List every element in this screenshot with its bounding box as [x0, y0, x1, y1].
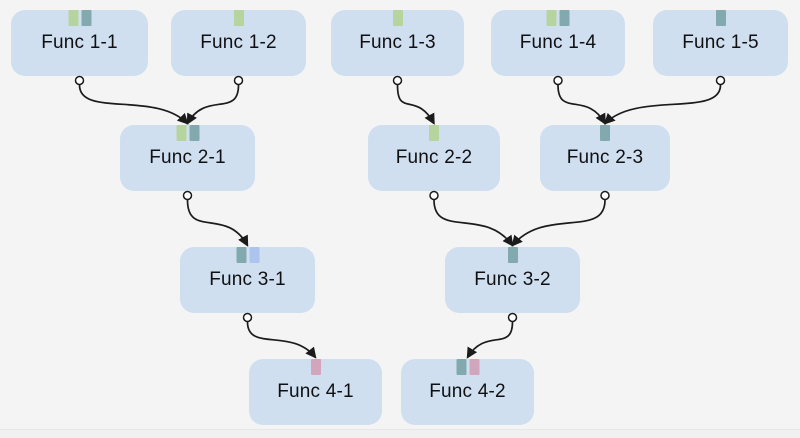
input-handle-periwinkle-icon[interactable]: [249, 247, 259, 263]
input-handle-teal-icon[interactable]: [559, 10, 570, 26]
input-handle-green-icon[interactable]: [392, 10, 403, 26]
edge-func-1-1-to-func-2-1: [78, 84, 189, 125]
edge-func-3-1-to-func-4-1: [246, 321, 317, 359]
input-handle-green-icon[interactable]: [68, 10, 78, 26]
output-handle[interactable]: [74, 75, 85, 86]
input-handle-teal-icon[interactable]: [507, 247, 518, 263]
input-handles: [233, 10, 244, 26]
edge-func-1-3-to-func-2-2: [396, 84, 435, 125]
node-func-2-3[interactable]: Func 2-3: [540, 125, 670, 191]
output-handle[interactable]: [553, 75, 563, 86]
node-label: Func 1-5: [682, 32, 759, 53]
node-label: Func 1-3: [359, 32, 436, 53]
node-label: Func 3-2: [474, 269, 551, 290]
node-func-4-2[interactable]: Func 4-2: [401, 359, 534, 425]
input-handle-green-icon[interactable]: [429, 125, 439, 141]
input-handle-teal-icon[interactable]: [81, 10, 91, 26]
output-handle[interactable]: [507, 312, 518, 323]
input-handle-teal-icon[interactable]: [715, 10, 726, 26]
edge-func-1-4-to-func-2-3: [557, 84, 606, 125]
input-handles: [546, 10, 570, 26]
output-handle[interactable]: [233, 75, 244, 86]
node-func-1-3[interactable]: Func 1-3: [331, 10, 464, 76]
input-handles: [68, 10, 91, 26]
input-handles: [392, 10, 403, 26]
node-func-1-5[interactable]: Func 1-5: [653, 10, 788, 76]
input-handle-teal-icon[interactable]: [189, 125, 199, 141]
input-handle-teal-icon[interactable]: [236, 247, 246, 263]
edge-func-2-2-to-func-3-2: [433, 199, 514, 247]
node-label: Func 2-3: [566, 147, 644, 168]
node-label: Func 1-1: [41, 32, 118, 53]
output-handle[interactable]: [715, 75, 726, 86]
input-handle-green-icon[interactable]: [546, 10, 557, 26]
edge-func-1-2-to-func-2-1: [186, 84, 240, 125]
input-handle-green-icon[interactable]: [176, 125, 186, 141]
node-label: Func 1-2: [200, 32, 277, 53]
output-handle[interactable]: [600, 190, 610, 201]
node-label: Func 4-1: [277, 381, 354, 402]
input-handles: [715, 10, 726, 26]
node-label: Func 3-1: [209, 269, 286, 290]
node-func-1-4[interactable]: Func 1-4: [491, 10, 625, 76]
input-handle-green-icon[interactable]: [233, 10, 244, 26]
input-handles: [507, 247, 518, 263]
node-func-1-1[interactable]: Func 1-1: [11, 10, 148, 76]
input-handles: [176, 125, 199, 141]
output-handle[interactable]: [182, 190, 193, 201]
input-handle-teal-icon[interactable]: [456, 359, 466, 375]
input-handles: [429, 125, 439, 141]
node-label: Func 2-2: [395, 147, 473, 168]
node-func-3-2[interactable]: Func 3-2: [445, 247, 580, 313]
input-handles: [456, 359, 479, 375]
input-handle-teal-icon[interactable]: [600, 125, 610, 141]
input-handle-pink-icon[interactable]: [469, 359, 479, 375]
node-func-3-1[interactable]: Func 3-1: [180, 247, 315, 313]
input-handles: [310, 359, 321, 375]
node-func-1-2[interactable]: Func 1-2: [171, 10, 306, 76]
output-handle[interactable]: [392, 75, 403, 86]
input-handle-pink-icon[interactable]: [310, 359, 321, 375]
node-label: Func 1-4: [519, 32, 597, 53]
canvas-bottom-edge: [0, 429, 800, 438]
edge-func-1-5-to-func-2-3: [603, 84, 722, 125]
node-func-4-1[interactable]: Func 4-1: [249, 359, 382, 425]
input-handles: [236, 247, 259, 263]
node-func-2-2[interactable]: Func 2-2: [368, 125, 500, 191]
edge-func-2-1-to-func-3-1: [186, 199, 249, 247]
edge-func-3-2-to-func-4-2: [466, 321, 514, 359]
node-label: Func 4-2: [429, 381, 506, 402]
output-handle[interactable]: [429, 190, 439, 201]
output-handle[interactable]: [242, 312, 253, 323]
input-handles: [600, 125, 610, 141]
edge-func-2-3-to-func-3-2: [511, 199, 606, 247]
node-label: Func 2-1: [149, 147, 226, 168]
node-func-2-1[interactable]: Func 2-1: [120, 125, 255, 191]
